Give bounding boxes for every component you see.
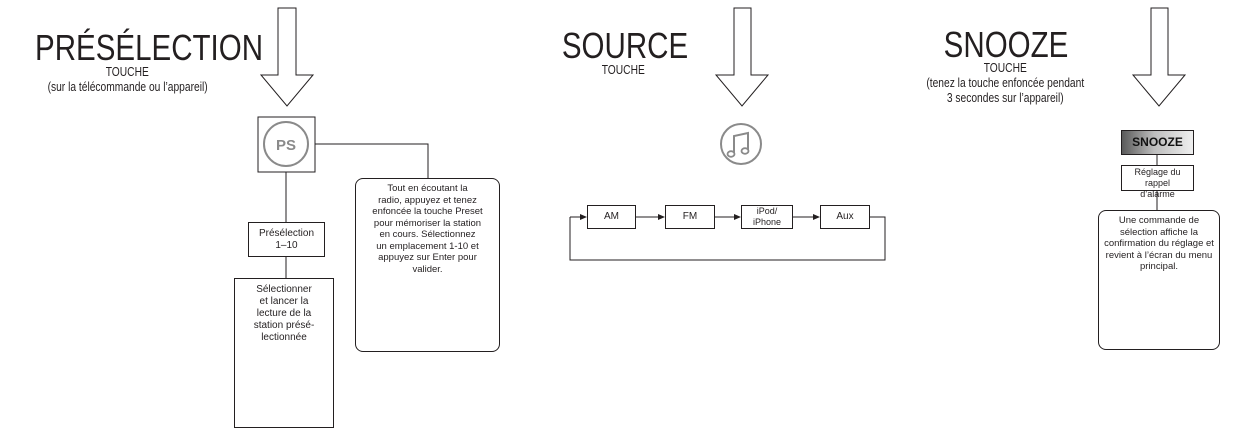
preselection-info-box: Tout en écoutant la radio, appuyez et te… (355, 178, 500, 352)
snooze-button-icon: SNOOZE (1121, 130, 1194, 155)
source-subheader: TOUCHE (573, 63, 673, 78)
source-mode-am: AM (587, 205, 636, 229)
source-title: SOURCE (561, 25, 689, 66)
svg-text:PS: PS (276, 137, 296, 154)
ps-button-icon: PS (263, 121, 309, 167)
snooze-info-box: Une commande de sélection affiche la con… (1098, 210, 1220, 350)
snooze-subtitle: TOUCHE (983, 61, 1027, 75)
source-mode-ipod: iPod/ iPhone (741, 205, 793, 229)
preselection-step-box: Présélection 1–10 (248, 222, 325, 257)
snooze-header: SNOOZE (930, 27, 1080, 63)
source-subtitle: TOUCHE (601, 63, 645, 77)
source-mode-aux: Aux (820, 205, 870, 229)
snooze-note: (tenez la touche enfoncée pendant 3 seco… (926, 76, 1084, 105)
preselection-info-text: Tout en écoutant la radio, appuyez et te… (372, 183, 483, 275)
music-note-icon (720, 123, 762, 165)
preselection-select-box: Sélectionner et lancer la lecture de la … (234, 278, 334, 428)
snooze-subheader: TOUCHE (tenez la touche enfoncée pendant… (880, 61, 1130, 106)
preselection-title: PRÉSÉLECTION (35, 27, 264, 68)
preselection-step-text: Présélection 1–10 (258, 228, 315, 251)
source-mode-label: iPod/ iPhone (752, 206, 782, 227)
preselection-subheader: TOUCHE (sur la télécommande ou l’apparei… (0, 65, 255, 95)
snooze-info-text: Une commande de sélection affiche la con… (1104, 215, 1214, 272)
snooze-step-box: Réglage du rappel d’alarme (1121, 165, 1194, 199)
preselection-select-text: Sélectionner et lancer la lecture de la … (253, 284, 315, 343)
down-arrow-icon (714, 7, 770, 107)
snooze-title: SNOOZE (943, 24, 1069, 65)
source-mode-label: FM (682, 211, 698, 222)
source-mode-label: AM (604, 211, 619, 222)
snooze-button-label: SNOOZE (1132, 135, 1183, 149)
preselection-note: (sur la télécommande ou l’appareil) (47, 80, 208, 94)
snooze-step-text: Réglage du rappel d’alarme (1134, 167, 1181, 199)
preselection-subtitle: TOUCHE (105, 65, 150, 79)
down-arrow-icon (259, 7, 315, 107)
source-mode-label: Aux (836, 211, 854, 222)
preselection-header: PRÉSÉLECTION (10, 30, 263, 66)
down-arrow-icon (1131, 7, 1187, 107)
source-mode-fm: FM (665, 205, 715, 229)
source-header: SOURCE (548, 28, 698, 64)
